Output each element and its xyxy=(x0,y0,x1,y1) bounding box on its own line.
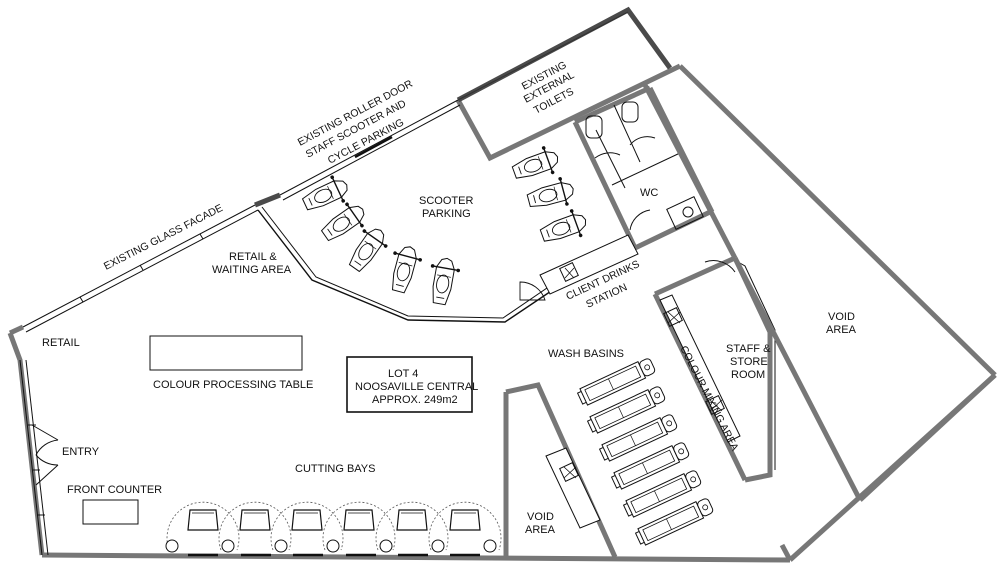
label-staff-store-2: STORE xyxy=(730,356,768,368)
label-void-bottom-1: VOID xyxy=(527,511,554,523)
entry-door[interactable] xyxy=(31,424,59,486)
wc-block xyxy=(572,85,715,251)
glass-facade xyxy=(22,99,461,333)
front-counter-desk xyxy=(82,499,139,525)
label-staff-store-3: ROOM xyxy=(731,369,765,381)
void-right-walls xyxy=(642,83,997,562)
label-retail-waiting-1: RETAIL & xyxy=(229,251,277,263)
label-scooter-2: PARKING xyxy=(422,208,471,220)
label-staff-store-1: STAFF & xyxy=(726,343,771,355)
external-toilets-block xyxy=(456,6,673,103)
lot-info-box xyxy=(346,356,473,413)
label-void-bottom-2: AREA xyxy=(525,524,556,536)
label-retail: RETAIL xyxy=(42,337,80,349)
client-drinks-counter xyxy=(519,234,639,301)
label-colour-processing-table: COLOUR PROCESSING TABLE xyxy=(153,379,313,391)
colour-mixing-bench xyxy=(659,294,741,443)
void-bottom-walls xyxy=(503,382,618,559)
label-wc: WC xyxy=(640,187,658,199)
label-lot-1: LOT 4 xyxy=(388,368,418,380)
label-cutting-bays: CUTTING BAYS xyxy=(295,463,375,475)
cutting-bays xyxy=(165,501,502,557)
label-lot-3: APPROX. 249m2 xyxy=(372,394,458,406)
label-retail-waiting-2: WAITING AREA xyxy=(212,264,292,276)
label-entry: ENTRY xyxy=(62,446,100,458)
colour-processing-table xyxy=(149,335,303,371)
label-void-right-2: AREA xyxy=(826,324,857,336)
scooter-parking-area xyxy=(257,100,592,323)
label-front-counter: FRONT COUNTER xyxy=(67,484,162,496)
label-lot-2: NOOSAVILLE CENTRAL xyxy=(355,381,478,393)
label-void-right-1: VOID xyxy=(828,311,855,323)
left-glass-wall xyxy=(19,359,49,556)
label-scooter-1: SCOOTER xyxy=(419,195,473,207)
label-wash-basins: WASH BASINS xyxy=(548,348,624,360)
